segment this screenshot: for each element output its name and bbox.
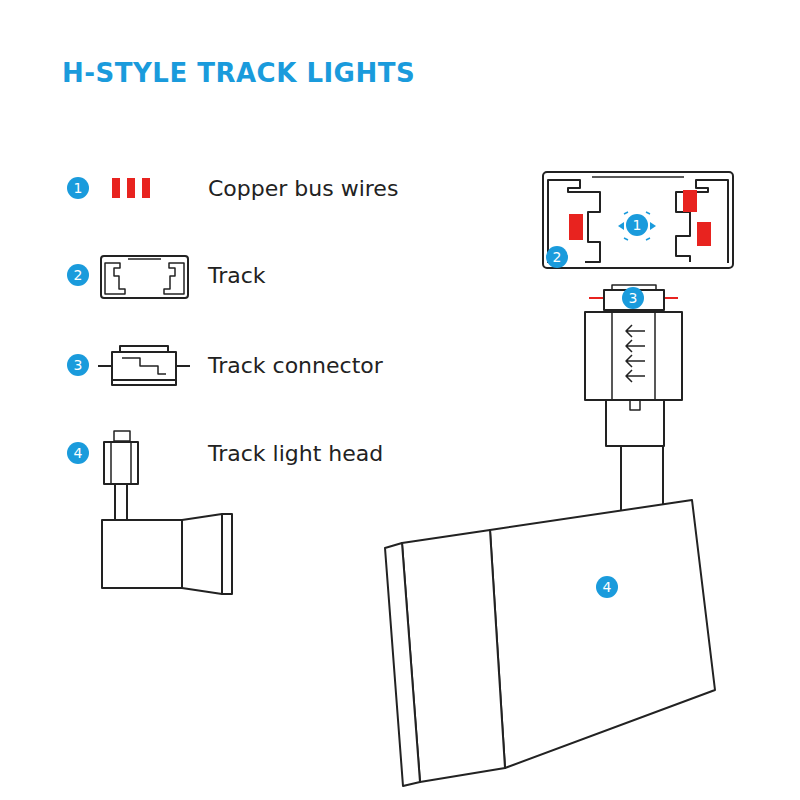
bus-bar	[142, 178, 150, 198]
legend-text: Track	[208, 263, 266, 288]
track-icon	[101, 256, 188, 298]
track-adapter	[585, 312, 682, 516]
callout-number: 2	[546, 246, 568, 268]
connector-icon	[98, 346, 190, 385]
track-light-head	[385, 500, 715, 786]
bus-bar	[112, 178, 120, 198]
callout-number: 1	[67, 177, 89, 199]
title: H-STYLE TRACK LIGHTS	[62, 58, 415, 88]
legend-text: Track light head	[208, 441, 383, 466]
copper-bus-swatch	[112, 178, 152, 198]
legend-text: Track connector	[208, 353, 383, 378]
track-cross-section	[543, 172, 733, 268]
callout-number: 4	[67, 442, 89, 464]
bus-bar	[127, 178, 135, 198]
legend-text: Copper bus wires	[208, 176, 398, 201]
track-connector	[589, 285, 678, 310]
callout-number: 2	[67, 264, 89, 286]
callout-number: 1	[626, 214, 648, 236]
callout-number: 3	[622, 287, 644, 309]
callout-number: 3	[67, 354, 89, 376]
callout-number: 4	[596, 576, 618, 598]
